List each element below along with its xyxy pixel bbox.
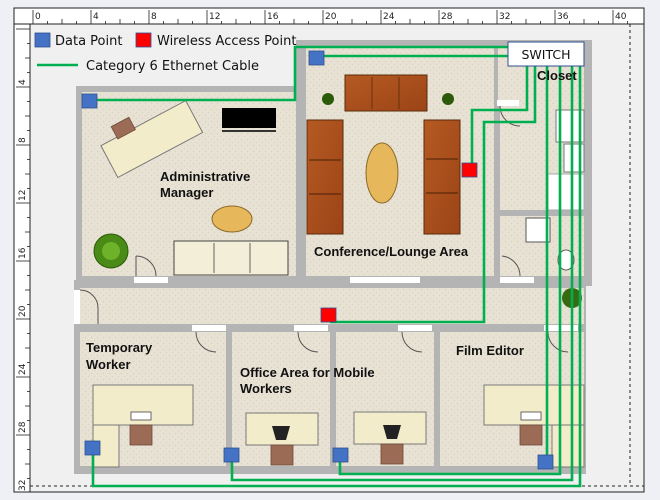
data-point-temp-worker [84,440,101,456]
ruler-left-label: 8 [18,137,28,143]
label-closet: Closet [537,68,577,83]
couch-icon [344,74,428,112]
label-mobile-2: Workers [240,381,292,396]
label-temp-2: Worker [86,357,131,372]
wireless-access-points [320,162,478,323]
data-point-mobile-1 [223,447,240,463]
office-furniture [92,384,585,468]
ruler-left-label: 28 [18,421,28,433]
data-points [81,50,554,470]
ruler-top-label: 12 [209,12,220,22]
ruler-left: 4 8 12 16 20 24 28 32 [13,23,31,493]
ruler-left-label: 4 [18,79,28,85]
ruler-top-label: 24 [383,12,395,22]
switch: SWITCH [507,41,585,67]
label-admin-2: Manager [160,185,213,200]
ruler-top-label: 32 [499,12,510,22]
couch-icon [306,119,344,235]
ruler-left-label: 32 [18,480,28,491]
room-labels: Closet Administrative Manager Conference… [86,68,577,396]
admin-furniture [93,99,289,276]
switch-label: SWITCH [521,47,570,62]
ruler-left-label: 24 [18,363,28,375]
ruler-top-label: 36 [557,12,569,22]
round-table-icon [211,205,253,233]
ruler-left-label: 12 [18,190,28,201]
ruler-top: 0 4 8 12 16 20 24 28 32 36 40 [13,7,645,25]
sofa-icon [173,240,289,276]
ruler-left-label: 16 [18,247,28,259]
label-temp-1: Temporary [86,340,153,355]
legend-data-point-label: Data Point [55,34,122,49]
plant-icon [322,93,334,105]
legend-cable-label: Category 6 Ethernet Cable [86,59,259,74]
ruler-top-label: 8 [151,12,157,22]
plant-icon [442,93,454,105]
label-mobile-1: Office Area for Mobile [240,365,375,380]
legend-wap-swatch [135,32,152,48]
wap-hallway [320,307,337,323]
ruler-left-label: 20 [18,305,28,317]
ruler-top-label: 16 [267,12,279,22]
label-film-editor: Film Editor [456,343,524,358]
tv-icon [222,108,276,128]
oval-table-icon [365,142,399,204]
couch-icon [423,119,461,235]
data-point-film-editor [537,454,554,470]
legend-wap-label: Wireless Access Point [157,34,296,49]
label-conference: Conference/Lounge Area [314,244,469,259]
ruler-top-label: 20 [325,12,337,22]
toilet-icon [557,249,575,271]
data-point-conference [308,50,325,66]
ruler-top-label: 28 [441,12,453,22]
ruler-top-label: 0 [35,12,41,22]
conference-furniture [306,74,461,235]
data-point-admin [81,93,98,109]
wap-conference [461,162,478,178]
ruler-top-label: 4 [93,12,99,22]
legend: Data Point Wireless Access Point Categor… [34,32,296,74]
label-admin-1: Administrative [160,169,250,184]
ruler-top-label: 40 [615,12,627,22]
legend-data-point-swatch [34,32,51,48]
data-point-mobile-2 [332,447,349,463]
